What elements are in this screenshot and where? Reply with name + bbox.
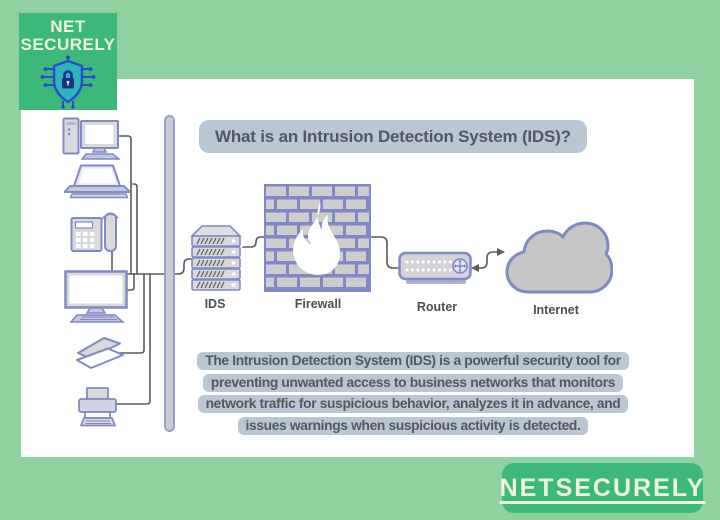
netsecurely-logo: NET SECURELY xyxy=(19,13,117,110)
firewall-label: Firewall xyxy=(294,297,342,311)
firewall-brick-flame-icon xyxy=(264,184,371,292)
printer-icon xyxy=(76,386,120,428)
internet-cloud-icon xyxy=(501,218,614,304)
desktop-computer-icon xyxy=(62,117,122,161)
ids-label: IDS xyxy=(204,297,226,311)
paragraph-line: The Intrusion Detection System (IDS) is … xyxy=(178,350,648,372)
router-label: Router xyxy=(416,300,458,314)
internet-label: Internet xyxy=(533,303,579,317)
network-backbone-bar xyxy=(164,115,175,432)
paragraph-line: preventing unwanted access to business n… xyxy=(178,372,648,394)
ids-server-stack-icon xyxy=(186,224,246,292)
flame-icon xyxy=(293,202,341,275)
paragraph-line: network traffic for suspicious behavior,… xyxy=(178,393,648,415)
laptop-icon xyxy=(63,164,134,200)
monitor-icon xyxy=(64,270,128,324)
router-icon xyxy=(398,251,474,287)
logo-text-line1: NET xyxy=(50,17,86,36)
shield-circuit-icon xyxy=(39,55,97,114)
paragraph-line: issues warnings when suspicious activity… xyxy=(178,415,648,437)
description-paragraph: The Intrusion Detection System (IDS) is … xyxy=(178,350,648,436)
netsecurely-footer-badge: NETSECURELY xyxy=(499,463,706,513)
scanner-icon xyxy=(74,334,126,372)
page-title: What is an Intrusion Detection System (I… xyxy=(199,120,587,153)
footer-brand-text: NETSECURELY xyxy=(499,473,706,502)
logo-text-line2: SECURELY xyxy=(20,35,116,54)
desk-phone-icon xyxy=(70,211,120,253)
